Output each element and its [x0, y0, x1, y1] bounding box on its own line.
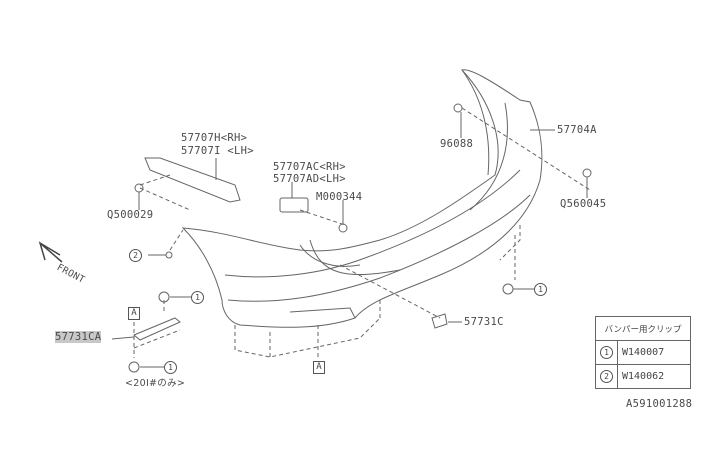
legend-title: バンパー用クリップ — [595, 316, 691, 341]
clip-legend-table: バンパー用クリップ 1 W140007 2 W140062 — [595, 316, 691, 389]
bumper-outline — [181, 69, 543, 328]
legend-row: 1 W140007 — [595, 340, 691, 365]
label-57707ac[interactable]: 57707AC<RH> — [273, 161, 346, 173]
legend-part[interactable]: W140062 — [617, 364, 691, 389]
callout-2: 2 — [129, 249, 142, 262]
clip-2 — [165, 251, 173, 259]
reflector-left — [133, 317, 181, 341]
clip-96088 — [453, 103, 463, 113]
front-arrow-icon — [38, 241, 63, 263]
label-57731ca[interactable]: 57731CA — [55, 331, 102, 343]
screw-m000344 — [338, 223, 348, 233]
legend-row: 2 W140062 — [595, 364, 691, 389]
label-57731c[interactable]: 57731C — [464, 316, 504, 328]
side-bracket — [144, 157, 241, 203]
clip-1-bottom — [128, 361, 140, 373]
legend-key: 1 — [600, 346, 613, 359]
center-bracket — [279, 197, 309, 213]
screw-q500029 — [134, 183, 144, 193]
legend-key: 2 — [600, 370, 613, 383]
view-a-marker: A — [313, 361, 325, 374]
diagram-id: A591001288 — [626, 398, 693, 410]
callout-1: 1 — [534, 283, 547, 296]
label-q560045[interactable]: Q560045 — [560, 198, 607, 210]
clip-1-top — [158, 291, 170, 303]
label-96088[interactable]: 96088 — [440, 138, 474, 150]
callout-1: 1 — [164, 361, 177, 374]
reflector-right — [431, 313, 448, 329]
view-a-marker: A — [128, 307, 140, 320]
label-57707ad[interactable]: 57707AD<LH> — [273, 173, 346, 185]
legend-part[interactable]: W140007 — [617, 340, 691, 365]
label-57704a[interactable]: 57704A — [557, 124, 597, 136]
note-20i-only: <20I#のみ> — [125, 378, 186, 389]
label-m000344[interactable]: M000344 — [316, 191, 363, 203]
screw-q560045 — [582, 168, 592, 178]
callout-1: 1 — [191, 291, 204, 304]
clip-1-right — [502, 283, 514, 295]
label-q500029[interactable]: Q500029 — [107, 209, 154, 221]
label-57707h[interactable]: 57707H<RH> — [181, 132, 248, 144]
label-57707i[interactable]: 57707I <LH> — [181, 145, 254, 157]
